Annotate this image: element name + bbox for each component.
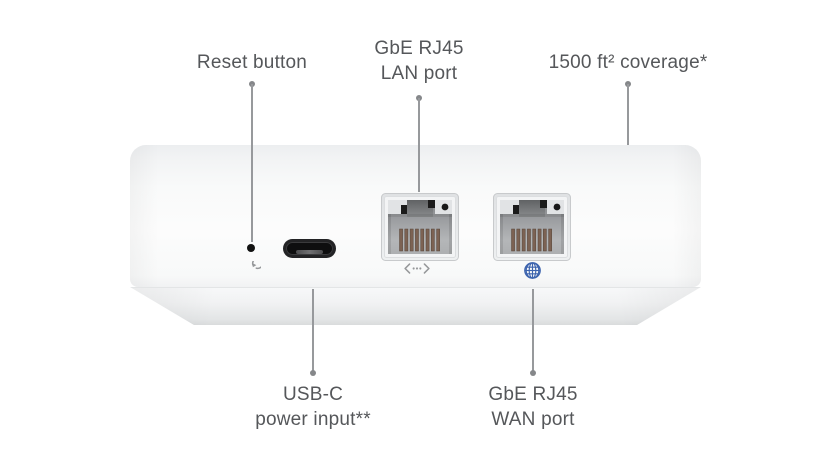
reset-callout-line xyxy=(251,84,253,242)
usb-c-port-slit xyxy=(296,249,323,254)
usb-power-label: USB-C power input** xyxy=(255,384,371,430)
lan-chevron-dots-icon xyxy=(404,263,430,274)
usb-callout-line xyxy=(312,289,314,373)
rj45-wan-port xyxy=(493,193,571,261)
lan-port-label: GbE RJ45 LAN port xyxy=(374,38,464,84)
wan-port-label: GbE RJ45 WAN port xyxy=(488,384,578,430)
lan-callout-line xyxy=(418,98,420,192)
reset-button-label: Reset button xyxy=(196,52,308,73)
coverage-callout-line xyxy=(627,84,629,145)
wan-callout-line xyxy=(532,289,534,373)
usb-callout-dot xyxy=(310,370,316,376)
reset-button-hole xyxy=(247,244,255,252)
rj45-lan-port xyxy=(381,193,459,261)
device-chassis-bottom-bevel xyxy=(130,287,701,325)
globe-icon xyxy=(524,262,541,279)
usb-c-port-inner xyxy=(286,242,333,255)
coverage-label: 1500 ft² coverage* xyxy=(548,52,708,73)
wan-callout-dot xyxy=(530,370,536,376)
usb-c-port xyxy=(283,239,336,258)
reset-arrow-icon xyxy=(251,261,261,270)
